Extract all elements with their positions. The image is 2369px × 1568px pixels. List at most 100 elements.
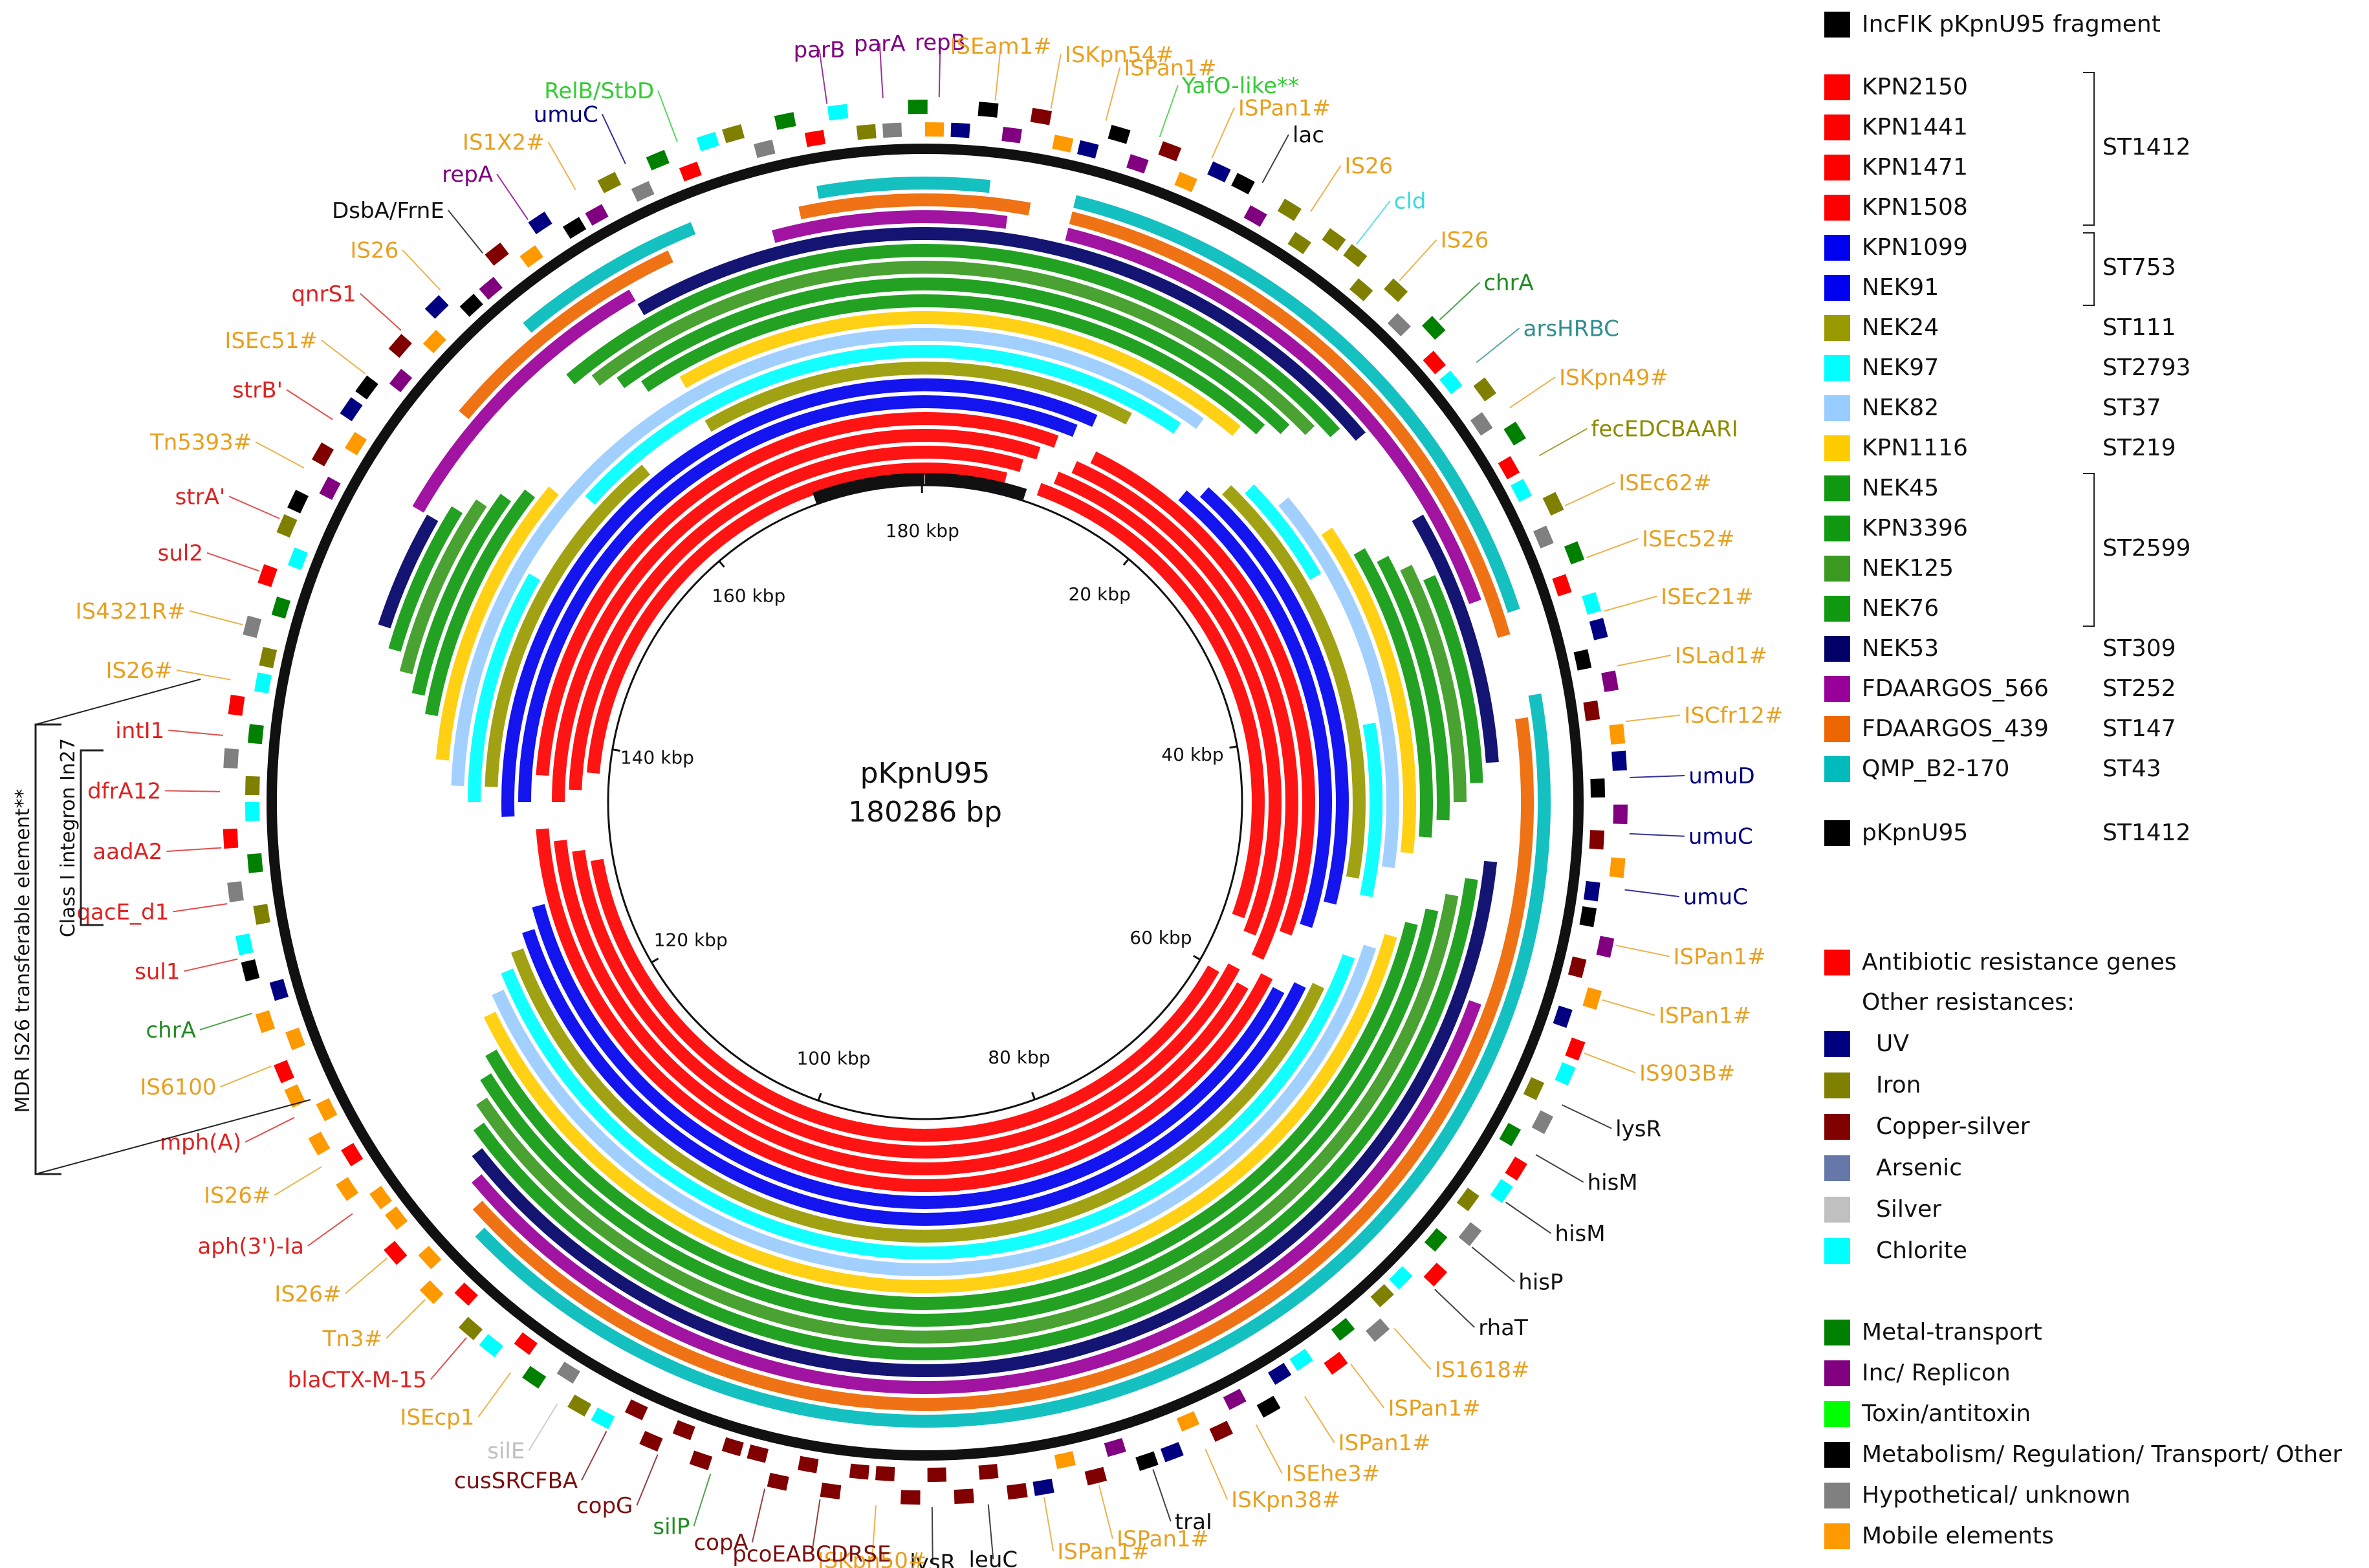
track-kpn1508-segment <box>924 412 1059 448</box>
legend-category-swatch <box>1824 1360 1850 1386</box>
gene-feature <box>255 1010 276 1034</box>
annotation-ring <box>223 100 1628 1505</box>
gene-label-leader <box>601 113 626 164</box>
track-qmp-b2-170-segment <box>924 177 991 193</box>
track-fdaargos-439-segment <box>472 717 1534 1411</box>
gene-label: IS4321R# <box>76 598 186 624</box>
gene-feature <box>269 979 289 1001</box>
gene-feature <box>245 776 260 796</box>
gene-feature <box>1223 1388 1247 1410</box>
gene-label: ISEhe3# <box>1286 1461 1381 1486</box>
gene-label-leader <box>1439 281 1481 321</box>
gene-feature <box>1613 804 1628 825</box>
legend-group-st: ST2599 <box>2102 535 2191 561</box>
gene-label: hisM <box>1555 1221 1606 1247</box>
legend-strain-st: ST252 <box>2102 675 2176 702</box>
gene-feature <box>1423 351 1447 375</box>
track-nek24-segment <box>511 948 1325 1243</box>
legend-strain-label: NEK24 <box>1862 314 1939 341</box>
gene-feature <box>1001 126 1022 144</box>
mdr-region-bracket: MDR IS26 transferable element** Class I … <box>12 679 311 1175</box>
scale-tick-label: 60 kbp <box>1130 927 1192 948</box>
gene-feature <box>1505 1156 1527 1181</box>
gene-label-leader <box>1393 1327 1432 1370</box>
track-nek91-segment <box>501 378 926 817</box>
legend-strain-swatch <box>1824 114 1850 140</box>
gene-feature <box>820 1483 842 1499</box>
legend-strain-swatch <box>1824 355 1850 381</box>
plasmid-length: 180286 bp <box>848 796 1002 829</box>
track-nek125-segment <box>399 499 487 675</box>
gene-label: cusSRCFBA <box>454 1468 578 1494</box>
gene-label-leader <box>274 1166 322 1196</box>
track-kpn1471-segment <box>924 429 1041 460</box>
gene-label-leader <box>657 90 678 142</box>
gene-label-leader <box>1617 654 1672 667</box>
gene-feature <box>1287 232 1311 254</box>
gene-label-leader <box>1152 1469 1172 1522</box>
gene-label-leader <box>1050 54 1062 109</box>
gene-label: ISKpn50# <box>818 1548 927 1568</box>
gene-feature <box>1609 857 1626 878</box>
gene-feature <box>1490 1179 1513 1203</box>
gene-feature <box>1135 1451 1159 1472</box>
legend-strain-label: NEK53 <box>1862 635 1939 662</box>
gene-label: intI1 <box>115 718 164 744</box>
gene-feature <box>319 476 341 500</box>
legend-resistance-label: Silver <box>1876 1196 1942 1223</box>
legend-resistance-label: Chlorite <box>1876 1237 1968 1264</box>
gene-feature <box>849 1463 869 1480</box>
gene-label-leader <box>402 249 441 291</box>
legend-resistance-swatch <box>1824 1073 1850 1098</box>
track-kpn1116-segment <box>1321 527 1416 854</box>
gene-feature <box>308 1131 331 1156</box>
legend-group-bracket <box>2083 473 2095 627</box>
legend-strain-swatch <box>1824 315 1850 341</box>
gene-feature <box>1030 107 1053 125</box>
gene-feature <box>247 724 264 745</box>
track-nek76-segment <box>1423 574 1483 783</box>
track-nek45-segment <box>641 294 926 392</box>
track-nek97-segment <box>501 953 1355 1260</box>
gene-label-leader <box>528 1403 558 1452</box>
gene-feature <box>1424 1228 1448 1252</box>
gene-label: IS1618# <box>1435 1357 1530 1383</box>
gene-feature <box>827 103 849 121</box>
gene-label-leader <box>1624 889 1680 898</box>
gene-label: rhaT <box>1478 1315 1528 1341</box>
track-nek24-segment <box>485 464 651 787</box>
gene-feature <box>1573 649 1592 671</box>
gene-label-leader <box>448 210 483 254</box>
gene-feature <box>1583 700 1600 721</box>
legend-strain-label: FDAARGOS_439 <box>1862 715 2049 742</box>
gene-feature <box>257 564 278 587</box>
gene-feature <box>388 334 412 358</box>
track-fdaargos-566-segment <box>472 1000 1481 1394</box>
legend-category-label: Inc/ Replicon <box>1862 1360 2011 1386</box>
legend-strain-label: KPN2150 <box>1862 74 1968 100</box>
legend-resistance-swatch <box>1824 1031 1850 1057</box>
gene-label: IS1X2# <box>463 130 545 156</box>
gene-label: hisP <box>1518 1270 1563 1296</box>
track-nek82-segment <box>451 328 926 787</box>
gene-feature <box>1160 1442 1184 1463</box>
legend-resistance-swatch <box>1824 1155 1850 1181</box>
scale-tick <box>612 748 620 752</box>
track-nek97-segment <box>468 573 541 803</box>
track-nek91-segment <box>924 378 1098 427</box>
gene-label: ISPan1# <box>1388 1396 1480 1422</box>
gene-label-leader <box>206 552 259 572</box>
gene-label: aph(3')-Ia <box>197 1234 304 1259</box>
legend-strain-swatch <box>1824 556 1850 582</box>
gene-feature <box>1349 278 1373 301</box>
legend-strain-label: KPN3396 <box>1862 515 1968 541</box>
gene-feature <box>1503 421 1526 446</box>
scale-tick-label: 160 kbp <box>712 585 785 607</box>
gene-feature <box>679 161 702 182</box>
gene-label-leader <box>386 1299 426 1339</box>
legend-strain-label: KPN1471 <box>1862 154 1968 180</box>
track-kpn1116-segment <box>924 311 1241 436</box>
gene-label: ISEc51# <box>224 328 318 354</box>
gene-feature <box>1523 1077 1545 1100</box>
